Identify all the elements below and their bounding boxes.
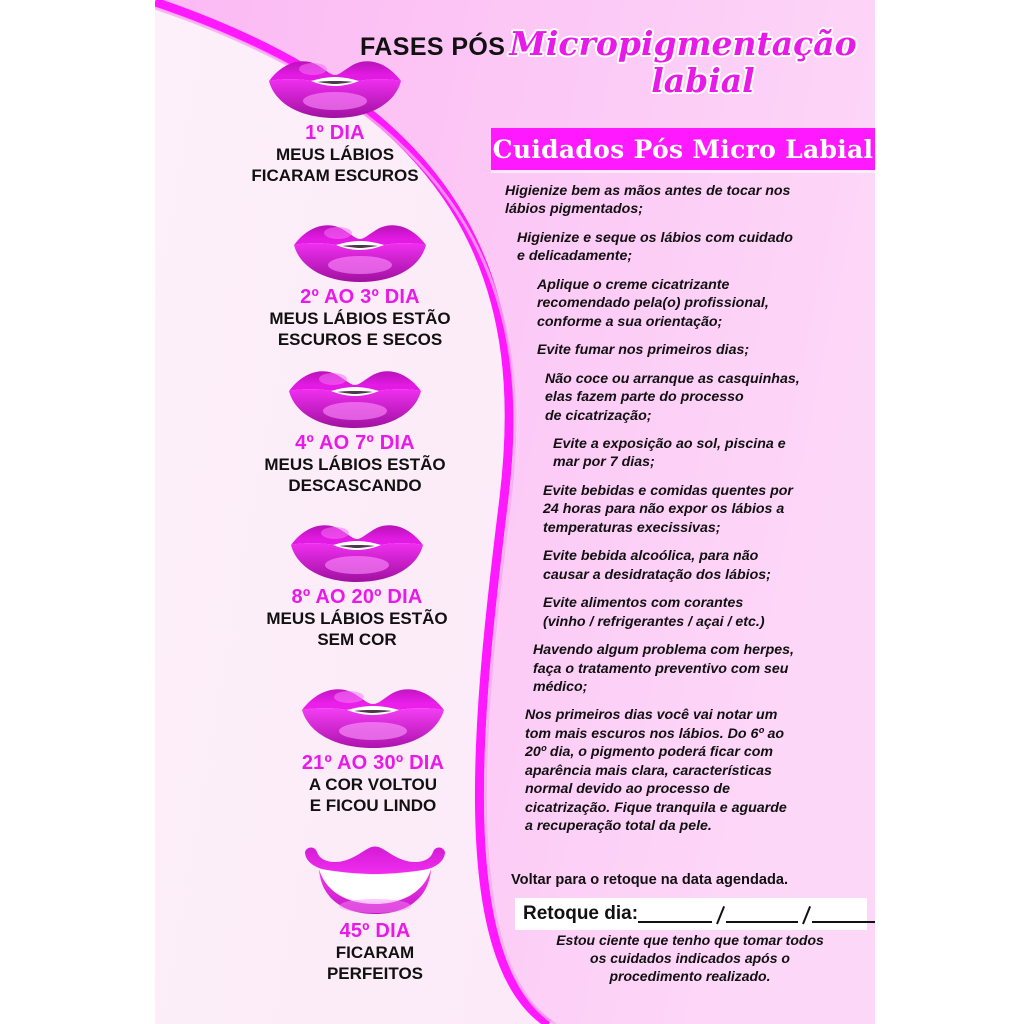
care-item: Evite bebida alcoólica, para não causar … <box>543 548 771 583</box>
phase-item: 2º AO 3º DIA MEUS LÁBIOS ESTÃO ESCUROS E… <box>180 212 540 351</box>
phase-desc-label: MEUS LÁBIOS ESTÃO SEM COR <box>266 609 448 650</box>
date-blank-day <box>638 921 713 923</box>
consent-text: Estou ciente que tenho que tomar todos o… <box>556 932 824 984</box>
lips-icon <box>294 225 426 282</box>
date-slash-1 <box>716 906 726 925</box>
phase-day-label: 2º AO 3º DIA <box>300 286 420 308</box>
lips-icon <box>291 525 423 582</box>
phase-item: 45º DIA FICARAM PERFEITOS <box>195 840 555 985</box>
phase-item: 1º DIA MEUS LÁBIOS FICARAM ESCUROS <box>155 48 515 187</box>
phase-day-label: 1º DIA <box>305 122 365 144</box>
phase-day-label: 21º AO 30º DIA <box>301 752 445 774</box>
phase-day-label: 45º DIA <box>339 920 411 942</box>
phase-item: 8º AO 20º DIA MEUS LÁBIOS ESTÃO SEM COR <box>177 512 537 651</box>
care-item: Higienize e seque os lábios com cuidado … <box>517 229 793 265</box>
care-item: Havendo algum problema com herpes, faça … <box>533 642 794 695</box>
phase-day-label: 8º AO 20º DIA <box>291 586 423 608</box>
care-item: Evite alimentos com corantes (vinho / re… <box>543 595 765 630</box>
phase-desc-label: MEUS LÁBIOS ESTÃO ESCUROS E SECOS <box>269 309 451 350</box>
phase-desc-label: FICARAM PERFEITOS <box>326 943 424 984</box>
background-curve-divider <box>155 0 875 1024</box>
poster-title-line1: Micropigmentação <box>509 24 857 63</box>
retoque-date-field[interactable]: Retoque dia: <box>515 898 875 930</box>
date-slash-2 <box>802 906 812 925</box>
phase-desc-label: MEUS LÁBIOS FICARAM ESCUROS <box>251 145 419 186</box>
poster-canvas: 1º DIA MEUS LÁBIOS FICARAM ESCUROS <box>155 0 875 1024</box>
retoque-date-blanks[interactable] <box>638 898 875 930</box>
care-item: Aplique o creme cicatrizante recomendado… <box>537 276 769 330</box>
date-blank-year <box>812 921 875 923</box>
phase-day-label: 4º AO 7º DIA <box>295 432 415 454</box>
smiling-lips-icon <box>305 846 445 914</box>
care-banner: Cuidados Pós Micro Labial <box>491 128 875 173</box>
care-item: Evite fumar nos primeiros dias; <box>537 342 750 359</box>
phases-column: 1º DIA MEUS LÁBIOS FICARAM ESCUROS <box>155 0 515 1024</box>
care-banner-title: Cuidados Pós Micro Labial <box>492 134 874 164</box>
care-item: Higienize bem as mãos antes de tocar nos… <box>505 183 791 218</box>
date-blank-month <box>726 921 799 923</box>
phase-desc-label: MEUS LÁBIOS ESTÃO DESCASCANDO <box>264 455 446 496</box>
care-item: Evite a exposição ao sol, piscina e mar … <box>553 435 786 471</box>
care-items-list: Higienize bem as mãos antes de tocar nos… <box>491 182 875 846</box>
retoque-reminder-text: Voltar para o retoque na data agendada. <box>511 872 789 888</box>
lips-icon <box>302 689 444 748</box>
care-item: Evite bebidas e comidas quentes por 24 h… <box>543 482 793 536</box>
phase-item: 21º AO 30º DIA A COR VOLTOU E FICOU LIND… <box>193 676 553 817</box>
care-item: Não coce ou arranque as casquinhas, elas… <box>545 370 800 424</box>
care-item: Nos primeiros dias você vai notar um tom… <box>525 707 787 835</box>
poster-title-line2: labial <box>651 60 755 100</box>
lips-icon <box>289 371 421 428</box>
page-title-fases-pos: FASES PÓS <box>360 33 506 61</box>
care-instructions-column: Micropigmentação labial Cuidados Pós Mic… <box>491 0 875 1024</box>
phase-desc-label: A COR VOLTOU E FICOU LINDO <box>308 775 438 816</box>
lips-icon <box>269 61 401 118</box>
retoque-date-label: Retoque dia: <box>523 903 639 924</box>
poster-title: Micropigmentação labial <box>491 24 875 100</box>
phase-item: 4º AO 7º DIA MEUS LÁBIOS ESTÃO DESCASCAN… <box>175 358 535 497</box>
